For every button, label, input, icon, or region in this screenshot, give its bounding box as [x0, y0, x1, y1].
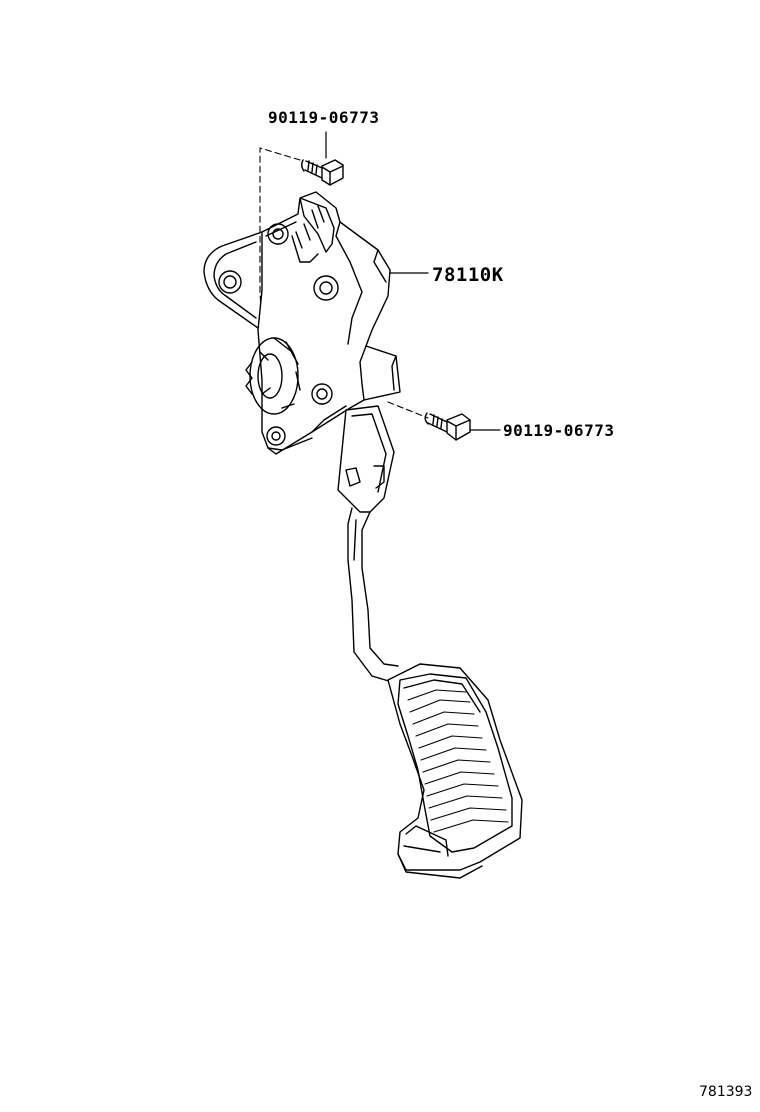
part-number-bolt-top: 90119-06773 [268, 108, 380, 127]
part-number-pedal-assy: 78110K [432, 264, 504, 286]
pedal-sensor-housing [245, 191, 401, 455]
figure-reference-number: 781393 [699, 1084, 753, 1100]
bolt-icon-top [301, 159, 344, 186]
dashed-install-line-right [387, 401, 429, 419]
mounting-bracket [203, 231, 263, 329]
pedal-arm [337, 405, 399, 683]
bolt-icon-right [424, 412, 471, 441]
part-number-bolt-right: 90119-06773 [503, 421, 615, 440]
pedal-pad [387, 663, 523, 879]
